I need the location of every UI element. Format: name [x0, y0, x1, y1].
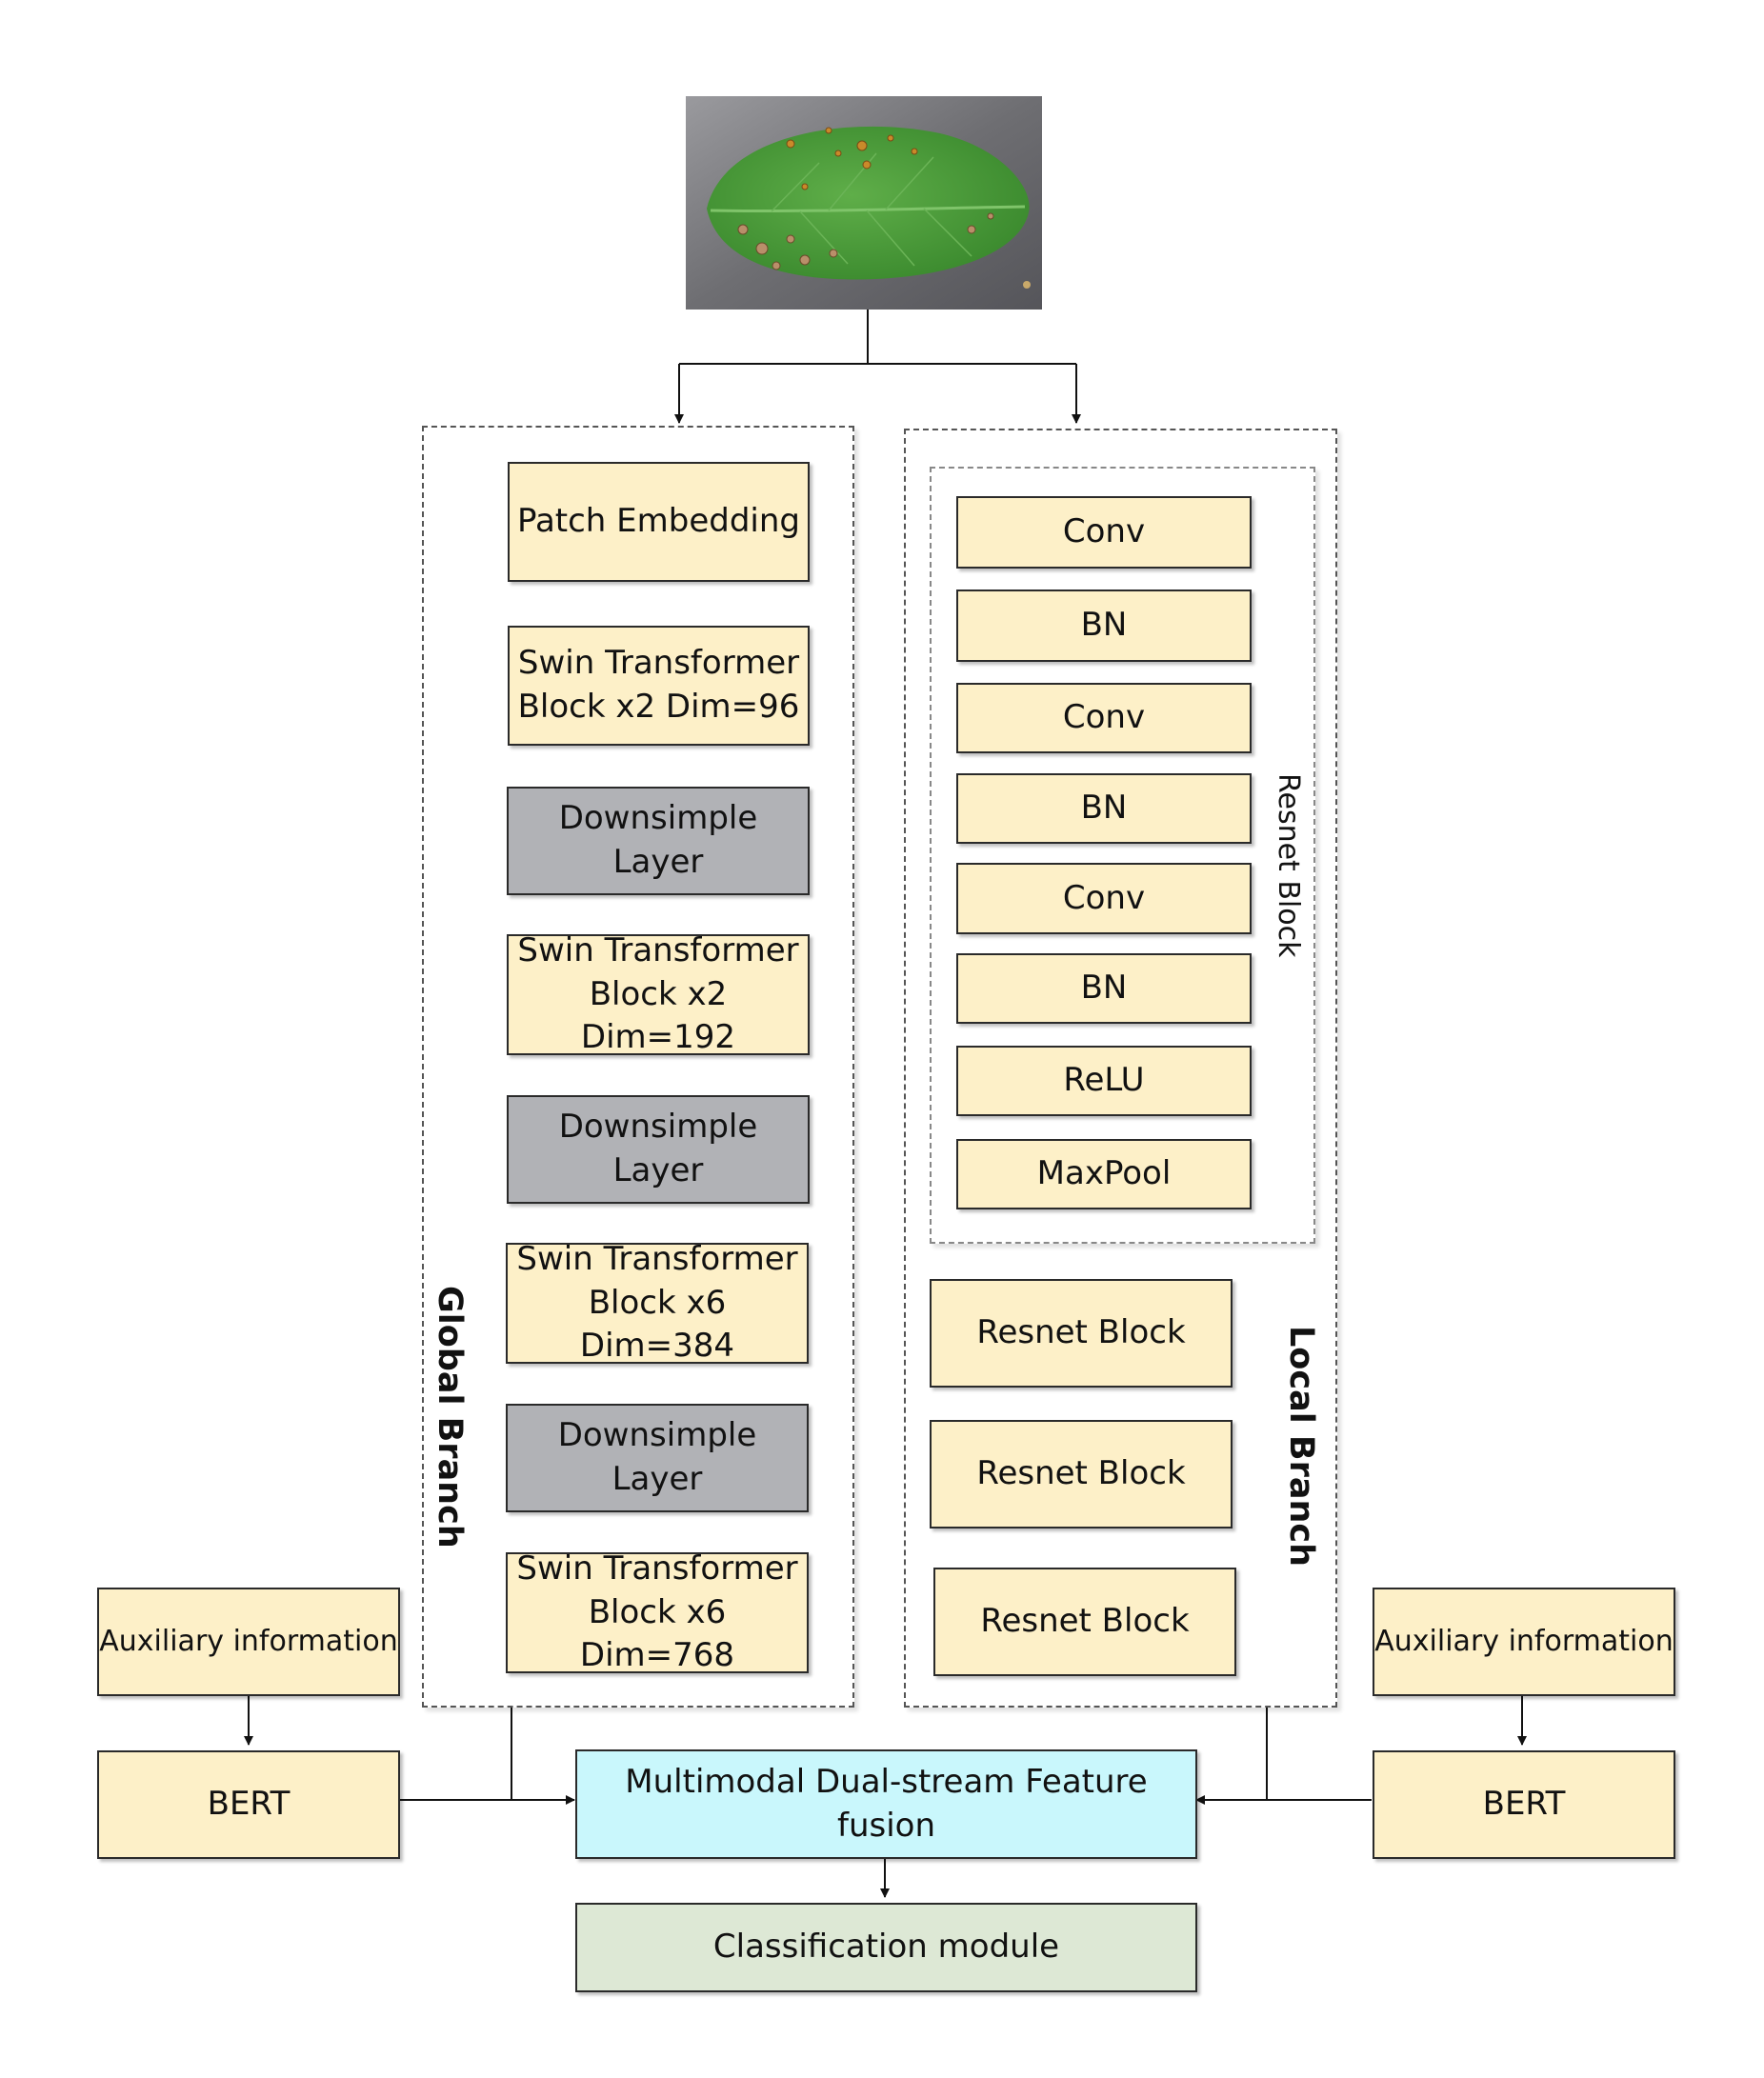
layer-label: BN — [1080, 606, 1128, 645]
block-label: Swin Transformer Block x2 Dim=96 — [517, 644, 800, 726]
aux-label: Auxiliary information — [99, 1624, 398, 1658]
block-label: Swin Transformer Block x6 Dim=768 — [516, 1549, 798, 1675]
block-label: Swin Transformer Block x2 Dim=192 — [517, 930, 799, 1057]
auxiliary-information-right: Auxiliary information — [1373, 1588, 1675, 1696]
bert-encoder-right: BERT — [1373, 1750, 1675, 1859]
block-label: Downsimple Layer — [557, 1416, 757, 1498]
downsample-layer-3: Downsimple Layer — [506, 1404, 809, 1512]
downsample-layer-1: Downsimple Layer — [507, 787, 810, 895]
block-label: Patch Embedding — [516, 502, 801, 541]
fusion-label: Multimodal Dual-stream Feature fusion — [625, 1762, 1148, 1845]
downsample-layer-2: Downsimple Layer — [507, 1095, 810, 1204]
swin-stage2-block: Swin Transformer Block x2 Dim=192 — [507, 931, 810, 1056]
local-branch-container — [904, 429, 1337, 1708]
bert-label: BERT — [207, 1785, 291, 1824]
resnet-block-detail — [930, 467, 1315, 1244]
resnet-block-detail-label: Resnet Block — [1272, 773, 1305, 958]
resnet-layer-relu: ReLU — [956, 1046, 1252, 1116]
resnet-block: Resnet Block — [933, 1568, 1236, 1676]
bert-label: BERT — [1482, 1785, 1566, 1824]
block-label: Swin Transformer Block x6 Dim=384 — [516, 1239, 798, 1366]
block-label: Downsimple Layer — [558, 799, 758, 881]
aux-label: Auxiliary information — [1374, 1624, 1674, 1658]
bert-encoder-left: BERT — [97, 1750, 400, 1859]
resnet-block: Resnet Block — [930, 1279, 1233, 1388]
resnet-layer-conv: Conv — [956, 683, 1252, 753]
block-label: Resnet Block — [980, 1602, 1190, 1641]
resnet-layer-bn: BN — [956, 953, 1252, 1024]
layer-label: Conv — [1062, 698, 1146, 737]
layer-label: Conv — [1062, 512, 1146, 551]
patch-embedding-block: Patch Embedding — [508, 462, 810, 582]
resnet-block: Resnet Block — [930, 1420, 1233, 1529]
swin-stage1-block: Swin Transformer Block x2 Dim=96 — [508, 626, 810, 746]
input-leaf-image — [686, 96, 1042, 310]
layer-label: BN — [1080, 789, 1128, 828]
block-label: Downsimple Layer — [558, 1108, 758, 1189]
layer-label: BN — [1080, 969, 1128, 1008]
feature-fusion-module: Multimodal Dual-stream Feature fusion — [575, 1749, 1197, 1859]
layer-label: ReLU — [1063, 1061, 1145, 1100]
global-branch-label: Global Branch — [431, 1286, 469, 1549]
block-label: Resnet Block — [976, 1313, 1186, 1352]
resnet-layer-maxpool: MaxPool — [956, 1139, 1252, 1209]
auxiliary-information-left: Auxiliary information — [97, 1588, 400, 1696]
resnet-layer-conv: Conv — [956, 496, 1252, 569]
resnet-layer-conv: Conv — [956, 863, 1252, 934]
layer-label: MaxPool — [1036, 1154, 1172, 1193]
swin-stage4-block: Swin Transformer Block x6 Dim=768 — [506, 1549, 809, 1674]
classification-module: Classification module — [575, 1903, 1197, 1992]
layer-label: Conv — [1062, 878, 1146, 917]
block-label: Resnet Block — [976, 1454, 1186, 1493]
resnet-layer-bn: BN — [956, 589, 1252, 662]
classifier-label: Classification module — [712, 1928, 1060, 1967]
global-branch-container — [422, 426, 854, 1708]
local-branch-label: Local Branch — [1282, 1326, 1320, 1568]
resnet-layer-bn: BN — [956, 773, 1252, 844]
swin-stage3-block: Swin Transformer Block x6 Dim=384 — [506, 1240, 809, 1365]
